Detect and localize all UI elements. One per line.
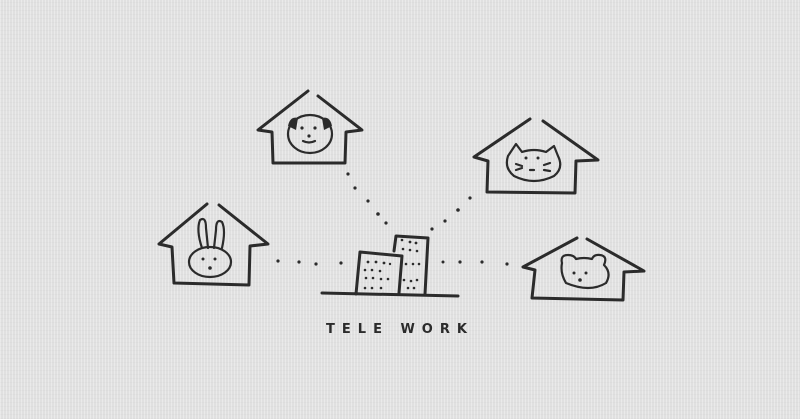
- office-buildings-icon: [320, 234, 460, 298]
- house-cat-icon: [472, 117, 600, 195]
- connection-dots: [276, 172, 509, 266]
- caption-text: TELE WORK: [326, 322, 474, 337]
- house-dog-icon: [256, 89, 364, 165]
- bear-face-icon: [560, 253, 610, 290]
- dog-face-icon: [286, 113, 334, 155]
- house-rabbit-icon: [157, 202, 270, 287]
- cat-face-icon: [505, 142, 562, 183]
- house-bear-icon: [521, 236, 646, 302]
- rabbit-face-icon: [187, 217, 233, 279]
